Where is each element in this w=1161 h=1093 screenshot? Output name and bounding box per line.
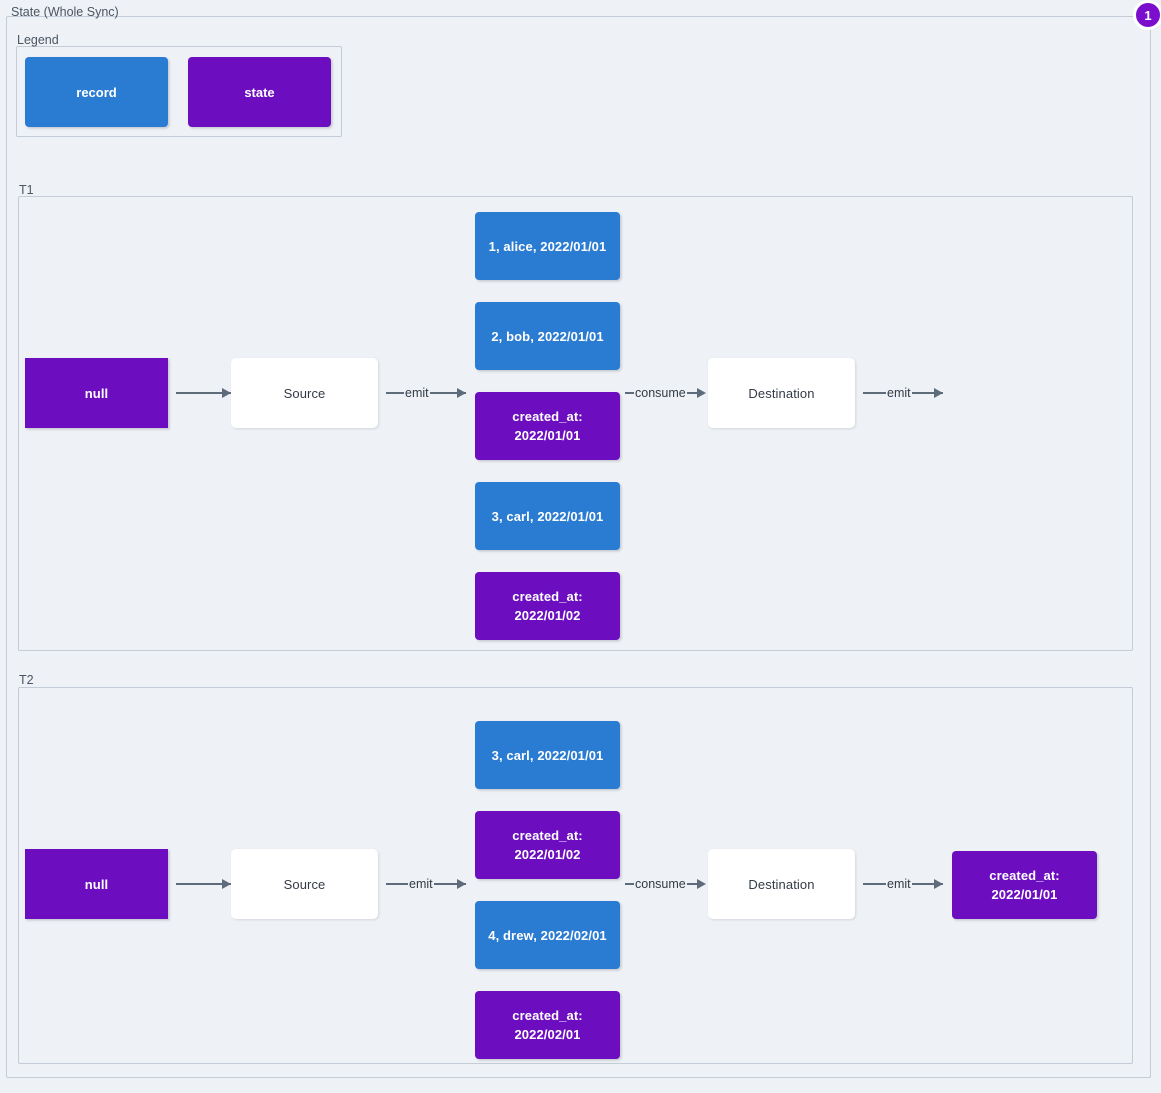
t1-stream-node-3[interactable]: 3, carl, 2022/01/01 (475, 482, 620, 550)
t1-edge-consume-arrow (697, 387, 706, 398)
t2-destination-node[interactable]: Destination (708, 849, 855, 919)
t1-source-node[interactable]: Source (231, 358, 378, 428)
t2-stream-node-3-label: created_at: 2022/02/01 (512, 1008, 583, 1042)
cluster-t2-label: T2 (19, 673, 34, 687)
t1-edge-initial-to-source (176, 392, 231, 394)
legend-swatch-record-label: record (76, 84, 117, 100)
t2-stream-node-2[interactable]: 4, drew, 2022/02/01 (475, 901, 620, 969)
t1-edge-source-emit-arrow (457, 387, 466, 398)
t2-edge-initial-to-source-arrow (222, 878, 231, 889)
t1-stream-node-0-label: 1, alice, 2022/01/01 (488, 238, 607, 254)
t2-final-state-label: created_at: 2022/01/01 (989, 868, 1060, 902)
t2-stream-node-3[interactable]: created_at: 2022/02/01 (475, 991, 620, 1059)
t1-stream-node-2[interactable]: created_at: 2022/01/01 (475, 392, 620, 460)
status-badge-count: 1 (1144, 7, 1152, 23)
t1-initial-state-label: null (84, 385, 109, 401)
t1-edge-initial-to-source-arrow (222, 387, 231, 398)
t2-initial-state-label: null (84, 876, 109, 892)
t1-stream-node-1[interactable]: 2, bob, 2022/01/01 (475, 302, 620, 370)
t1-destination-node[interactable]: Destination (708, 358, 855, 428)
t2-initial-state-node[interactable]: null (25, 849, 168, 919)
t1-stream-node-4[interactable]: created_at: 2022/01/02 (475, 572, 620, 640)
t2-stream-node-2-label: 4, drew, 2022/02/01 (488, 927, 607, 943)
t2-edge-initial-to-source (176, 883, 231, 885)
cluster-t1-label: T1 (19, 183, 34, 197)
legend-swatch-record: record (25, 57, 168, 127)
legend-swatch-state-label: state (244, 84, 275, 100)
t1-edge-consume-label: consume (634, 386, 687, 400)
t1-stream-node-1-label: 2, bob, 2022/01/01 (491, 328, 604, 344)
t2-source-label: Source (283, 876, 326, 892)
t2-edge-destination-emit-arrow (934, 878, 943, 889)
t1-edge-destination-emit-label: emit (886, 386, 912, 400)
diagram-title: State (Whole Sync) (11, 5, 119, 19)
t2-stream-node-1[interactable]: created_at: 2022/01/02 (475, 811, 620, 879)
t2-final-state-node[interactable]: created_at: 2022/01/01 (952, 851, 1097, 919)
t2-edge-source-emit-label: emit (408, 877, 434, 891)
t2-stream-node-0[interactable]: 3, carl, 2022/01/01 (475, 721, 620, 789)
t2-source-node[interactable]: Source (231, 849, 378, 919)
t2-edge-consume-arrow (697, 878, 706, 889)
t2-stream-node-0-label: 3, carl, 2022/01/01 (491, 747, 604, 763)
t1-destination-label: Destination (748, 385, 815, 401)
t2-edge-source-emit-arrow (457, 878, 466, 889)
legend-label: Legend (17, 33, 59, 47)
t1-stream-node-2-label: created_at: 2022/01/01 (512, 409, 583, 443)
t2-destination-label: Destination (748, 876, 815, 892)
legend-swatch-state: state (188, 57, 331, 127)
t2-edge-consume-label: consume (634, 877, 687, 891)
t1-stream-node-3-label: 3, carl, 2022/01/01 (491, 508, 604, 524)
status-badge[interactable]: 1 (1133, 0, 1161, 30)
t1-stream-node-4-label: created_at: 2022/01/02 (512, 589, 583, 623)
t1-edge-destination-emit-arrow (934, 387, 943, 398)
t1-initial-state-node[interactable]: null (25, 358, 168, 428)
t1-edge-source-emit-label: emit (404, 386, 430, 400)
t2-edge-destination-emit-label: emit (886, 877, 912, 891)
t1-stream-node-0[interactable]: 1, alice, 2022/01/01 (475, 212, 620, 280)
t1-source-label: Source (283, 385, 326, 401)
t2-stream-node-1-label: created_at: 2022/01/02 (512, 828, 583, 862)
